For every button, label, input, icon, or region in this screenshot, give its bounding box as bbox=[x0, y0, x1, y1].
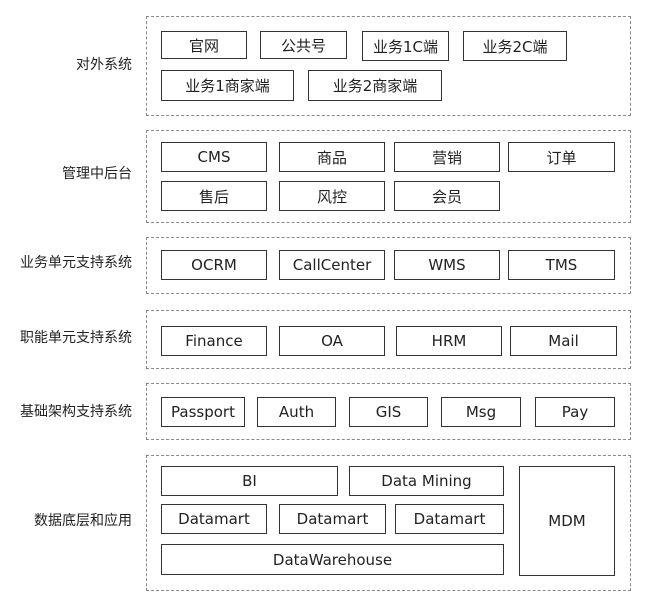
box-datawarehouse: DataWarehouse bbox=[161, 544, 504, 575]
box-risk-control: 风控 bbox=[279, 181, 385, 211]
layer-label-business-support: 业务单元支持系统 bbox=[20, 255, 132, 271]
box-datamart-3: Datamart bbox=[395, 504, 504, 534]
layer-label-data: 数据底层和应用 bbox=[34, 513, 132, 529]
box-ocrm: OCRM bbox=[161, 250, 267, 280]
box-pay: Pay bbox=[535, 397, 615, 427]
box-gis: GIS bbox=[349, 397, 428, 427]
box-goods: 商品 bbox=[279, 142, 385, 172]
layer-label-management: 管理中后台 bbox=[62, 166, 132, 182]
box-auth: Auth bbox=[257, 397, 336, 427]
box-biz2-c-end: 业务2C端 bbox=[463, 31, 567, 61]
box-biz1-merchant: 业务1商家端 bbox=[161, 70, 294, 101]
box-msg: Msg bbox=[441, 397, 521, 427]
box-hrm: HRM bbox=[396, 326, 502, 356]
box-datamart-1: Datamart bbox=[161, 504, 267, 534]
layer-function-support: Finance OA HRM Mail bbox=[146, 310, 631, 369]
box-data-mining: Data Mining bbox=[349, 466, 504, 496]
layer-data: BI Data Mining Datamart Datamart Datamar… bbox=[146, 455, 631, 591]
layer-external: 官网 公共号 业务1C端 业务2C端 业务1商家端 业务2商家端 bbox=[146, 16, 631, 116]
box-official-site: 官网 bbox=[161, 31, 247, 59]
box-biz1-c-end: 业务1C端 bbox=[362, 31, 449, 61]
box-finance: Finance bbox=[161, 326, 267, 356]
box-cms: CMS bbox=[161, 142, 267, 172]
layer-label-infrastructure: 基础架构支持系统 bbox=[20, 404, 132, 420]
box-biz2-merchant: 业务2商家端 bbox=[308, 70, 442, 101]
box-orders: 订单 bbox=[508, 142, 615, 172]
layer-label-function-support: 职能单元支持系统 bbox=[20, 330, 132, 346]
layer-label-external: 对外系统 bbox=[76, 57, 132, 73]
box-marketing: 营销 bbox=[394, 142, 500, 172]
box-passport: Passport bbox=[161, 397, 245, 427]
box-tms: TMS bbox=[508, 250, 615, 280]
box-public-account: 公共号 bbox=[260, 31, 347, 59]
layer-management: CMS 商品 营销 订单 售后 风控 会员 bbox=[146, 130, 631, 223]
box-members: 会员 bbox=[394, 181, 500, 211]
box-oa: OA bbox=[279, 326, 385, 356]
box-datamart-2: Datamart bbox=[279, 504, 386, 534]
layer-infrastructure: Passport Auth GIS Msg Pay bbox=[146, 383, 631, 440]
box-bi: BI bbox=[161, 466, 338, 496]
box-mail: Mail bbox=[510, 326, 617, 356]
box-mdm: MDM bbox=[519, 466, 615, 576]
box-callcenter: CallCenter bbox=[279, 250, 385, 280]
box-after-sales: 售后 bbox=[161, 181, 267, 211]
layer-business-support: OCRM CallCenter WMS TMS bbox=[146, 237, 631, 294]
box-wms: WMS bbox=[394, 250, 500, 280]
